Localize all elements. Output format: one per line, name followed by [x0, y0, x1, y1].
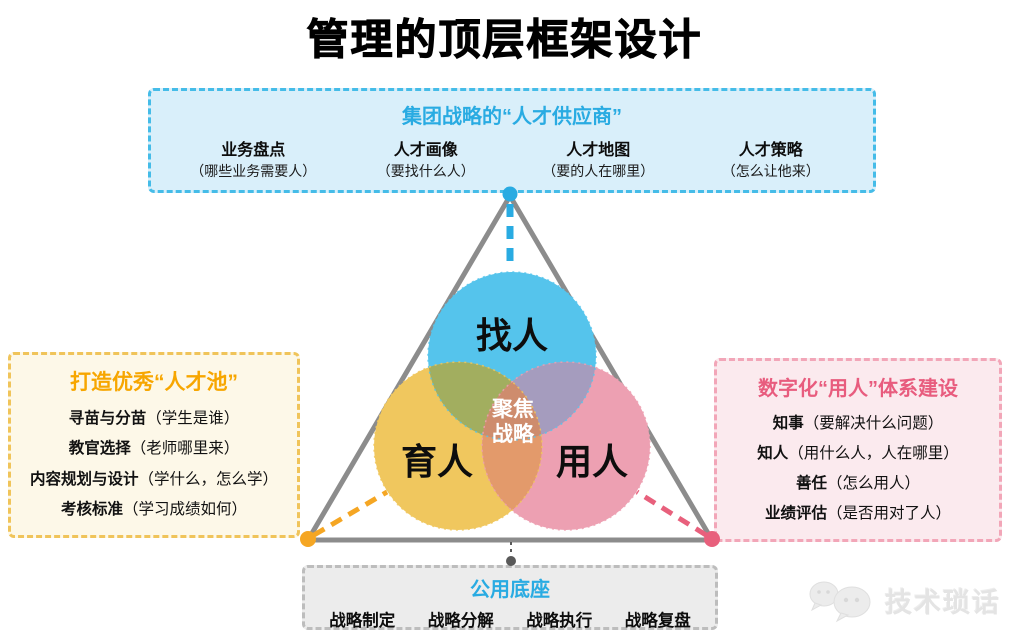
vertex-dot-left	[300, 531, 316, 547]
watermark: 技术琐话	[806, 577, 1001, 623]
common-base-items: 战略制定 战略分解 战略执行 战略复盘	[305, 602, 715, 631]
top-box-item: 人才策略 （怎么让他来）	[721, 142, 820, 179]
venn-circle-cultivate-edge	[373, 361, 543, 531]
venn-overlap-center	[482, 362, 542, 440]
top-box-item: 人才地图 （要的人在哪里）	[542, 142, 655, 179]
group-strategy-items: 业务盘点 （哪些业务需要人） 人才画像 （要找什么人） 人才地图 （要的人在哪里…	[151, 129, 873, 181]
venn-circle-use-edge	[481, 361, 651, 531]
digital-employment-box: 数字化“用人”体系建设 知事（要解决什么问题） 知人（用什么人，人在哪里） 善任…	[714, 358, 1002, 542]
talent-pool-box: 打造优秀“人才池” 寻苗与分苗（学生是谁） 教官选择（老师哪里来） 内容规划与设…	[8, 352, 300, 538]
top-box-item: 人才画像 （要找什么人）	[376, 142, 475, 179]
digital-employment-items: 知事（要解决什么问题） 知人（用什么人，人在哪里） 善任（怎么用人） 业绩评估（…	[717, 401, 999, 539]
venn-label-find: 找人	[476, 315, 548, 356]
common-base-box-header: 公用底座	[470, 579, 550, 601]
list-item: 知人（用什么人，人在哪里）	[757, 445, 959, 462]
chat-bubbles-icon	[809, 581, 871, 623]
connector-right-dashed	[635, 489, 708, 538]
list-item: 业绩评估（是否用对了人）	[764, 505, 952, 522]
talent-pool-box-header: 打造优秀“人才池”	[70, 371, 238, 394]
venn-circle-find-edge	[427, 271, 597, 441]
list-item: 战略执行	[526, 612, 593, 630]
list-item: 战略复盘	[624, 612, 691, 630]
vertex-dot-top	[502, 186, 518, 202]
group-strategy-box-header: 集团战略的“人才供应商”	[402, 106, 622, 128]
vertex-dot-bottom	[506, 556, 516, 566]
talent-pool-items: 寻苗与分苗（学生是谁） 教官选择（老师哪里来） 内容规划与设计（学什么，怎么学）…	[11, 396, 297, 535]
vertex-dot-right	[704, 531, 720, 547]
list-item: 考核标准（学习成绩如何）	[60, 500, 248, 518]
connector-left-dashed	[312, 489, 389, 538]
list-item: 战略分解	[427, 612, 494, 630]
triangle-outline	[305, 193, 715, 543]
top-box-item: 业务盘点 （哪些业务需要人）	[190, 142, 317, 179]
list-item: 知事（要解决什么问题）	[772, 415, 944, 432]
page-title: 管理的顶层框架设计	[306, 16, 703, 64]
venn-label-use: 用人	[556, 441, 628, 482]
group-strategy-box: 集团战略的“人才供应商” 业务盘点 （哪些业务需要人） 人才画像 （要找什么人）…	[148, 88, 876, 193]
list-item: 善任（怎么用人）	[795, 475, 921, 492]
digital-employment-box-header: 数字化“用人”体系建设	[758, 378, 958, 400]
common-base-box: 公用底座 战略制定 战略分解 战略执行 战略复盘	[302, 565, 718, 630]
list-item: 寻苗与分苗（学生是谁）	[68, 410, 240, 428]
venn-label-cultivate: 育人	[401, 441, 473, 482]
list-item: 教官选择（老师哪里来）	[68, 440, 240, 458]
list-item: 战略制定	[329, 612, 396, 630]
watermark-text: 技术琐话	[885, 587, 1001, 618]
venn-center-label-line2: 战略	[492, 422, 535, 446]
venn-center-label-line1: 聚焦	[491, 397, 534, 421]
list-item: 内容规划与设计（学什么，怎么学）	[29, 470, 279, 488]
